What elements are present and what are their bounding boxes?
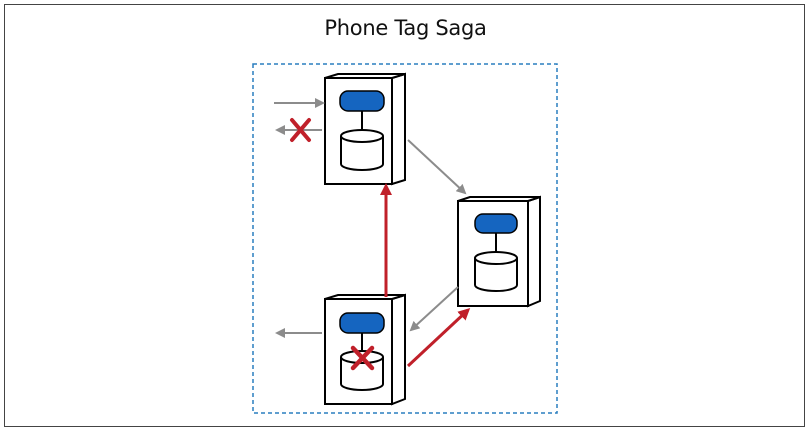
service-right [457,195,541,308]
service-bottom [324,293,406,406]
compensation-arrow-to-right [406,307,471,368]
top-to-right-arrow [407,139,467,195]
service-box-side [527,195,541,308]
service-top [324,72,406,186]
service-pill [474,213,518,234]
red-x-icon [350,345,375,371]
diagram-title: Phone Tag Saga [324,16,487,40]
saga-boundary [252,63,558,414]
red-x-icon [290,118,311,142]
service-pill [339,90,385,112]
right-to-bottom-arrow [409,286,459,332]
database-cylinder-icon [340,129,384,171]
service-box-side [391,72,406,186]
service-pill [339,312,385,334]
service-box-side [391,293,406,406]
database-cylinder-icon [474,251,518,292]
